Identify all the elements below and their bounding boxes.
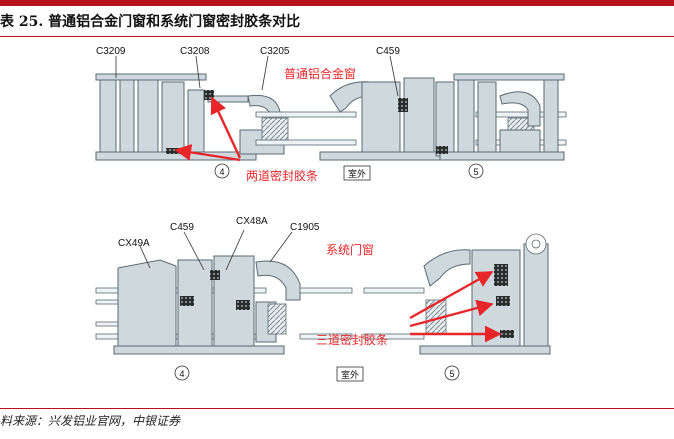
- bottom-gasket-e: [496, 296, 510, 306]
- top-accent-bar: [0, 0, 674, 6]
- comparison-figure: C3209 C3208 C3205 C459 普通铝合金窗 两道密封胶条 4 室…: [95, 46, 567, 382]
- source-note: 料来源：兴发铝业官网，中银证券: [0, 414, 181, 428]
- table-title: 表 25. 普通铝合金门窗和系统门窗密封胶条对比: [0, 14, 301, 30]
- top-gasket-4: [436, 146, 448, 154]
- bottom-gasket-a: [180, 296, 194, 306]
- bottom-caption: 系统门窗: [326, 242, 374, 257]
- top-left-number: 4: [219, 167, 224, 177]
- top-gasket-2: [166, 148, 180, 154]
- bottom-gasket-b: [236, 300, 250, 310]
- top-callout-c3205: C3205: [260, 46, 290, 57]
- top-right-frame: [439, 73, 565, 161]
- top-outside-label: 室外: [348, 168, 366, 179]
- bottom-callout-cx49a: CX49A: [118, 238, 150, 249]
- bottom-outside-label: 室外: [341, 369, 359, 380]
- bottom-callout-c459: C459: [170, 222, 194, 233]
- top-callout-c3209: C3209: [96, 46, 126, 57]
- top-left-number-badge: [214, 163, 230, 179]
- bottom-left-frame: [113, 255, 301, 355]
- top-diagram: C3209 C3208 C3205 C459 普通铝合金窗 两道密封胶条 4 室…: [95, 46, 567, 183]
- bottom-callout-cx48a: CX48A: [236, 216, 268, 227]
- top-right-number: 5: [473, 167, 478, 177]
- bottom-callout-c1905: C1905: [290, 222, 320, 233]
- bottom-gasket-c: [210, 270, 220, 280]
- bottom-right-number: 5: [449, 369, 454, 379]
- top-center-frame: [319, 77, 455, 161]
- bottom-outside-box: [336, 366, 364, 382]
- top-callout-c459: C459: [376, 46, 400, 57]
- bottom-left-number: 4: [179, 369, 184, 379]
- bottom-diagram: CX49A C459 CX48A C1905 系统门窗 三道密封胶条 4 室外 …: [95, 216, 551, 382]
- top-caption: 普通铝合金窗: [284, 66, 356, 81]
- source-divider: [0, 408, 674, 409]
- top-right-number-badge: [468, 163, 484, 179]
- bottom-right-frame: [419, 233, 551, 355]
- top-left-glass: [255, 111, 357, 146]
- top-gasket-1: [204, 90, 214, 100]
- top-gasket-3: [398, 98, 408, 112]
- top-annotation: 两道密封胶条: [246, 168, 318, 183]
- bottom-left-number-badge: [174, 365, 190, 381]
- bottom-right-number-badge: [444, 365, 460, 381]
- bottom-annotation: 三道密封胶条: [316, 332, 388, 347]
- bottom-gasket-d: [494, 264, 508, 286]
- top-callout-c3208: C3208: [180, 46, 210, 57]
- top-outside-box: [343, 165, 371, 181]
- bottom-gasket-f: [500, 330, 514, 338]
- title-divider: [0, 36, 674, 37]
